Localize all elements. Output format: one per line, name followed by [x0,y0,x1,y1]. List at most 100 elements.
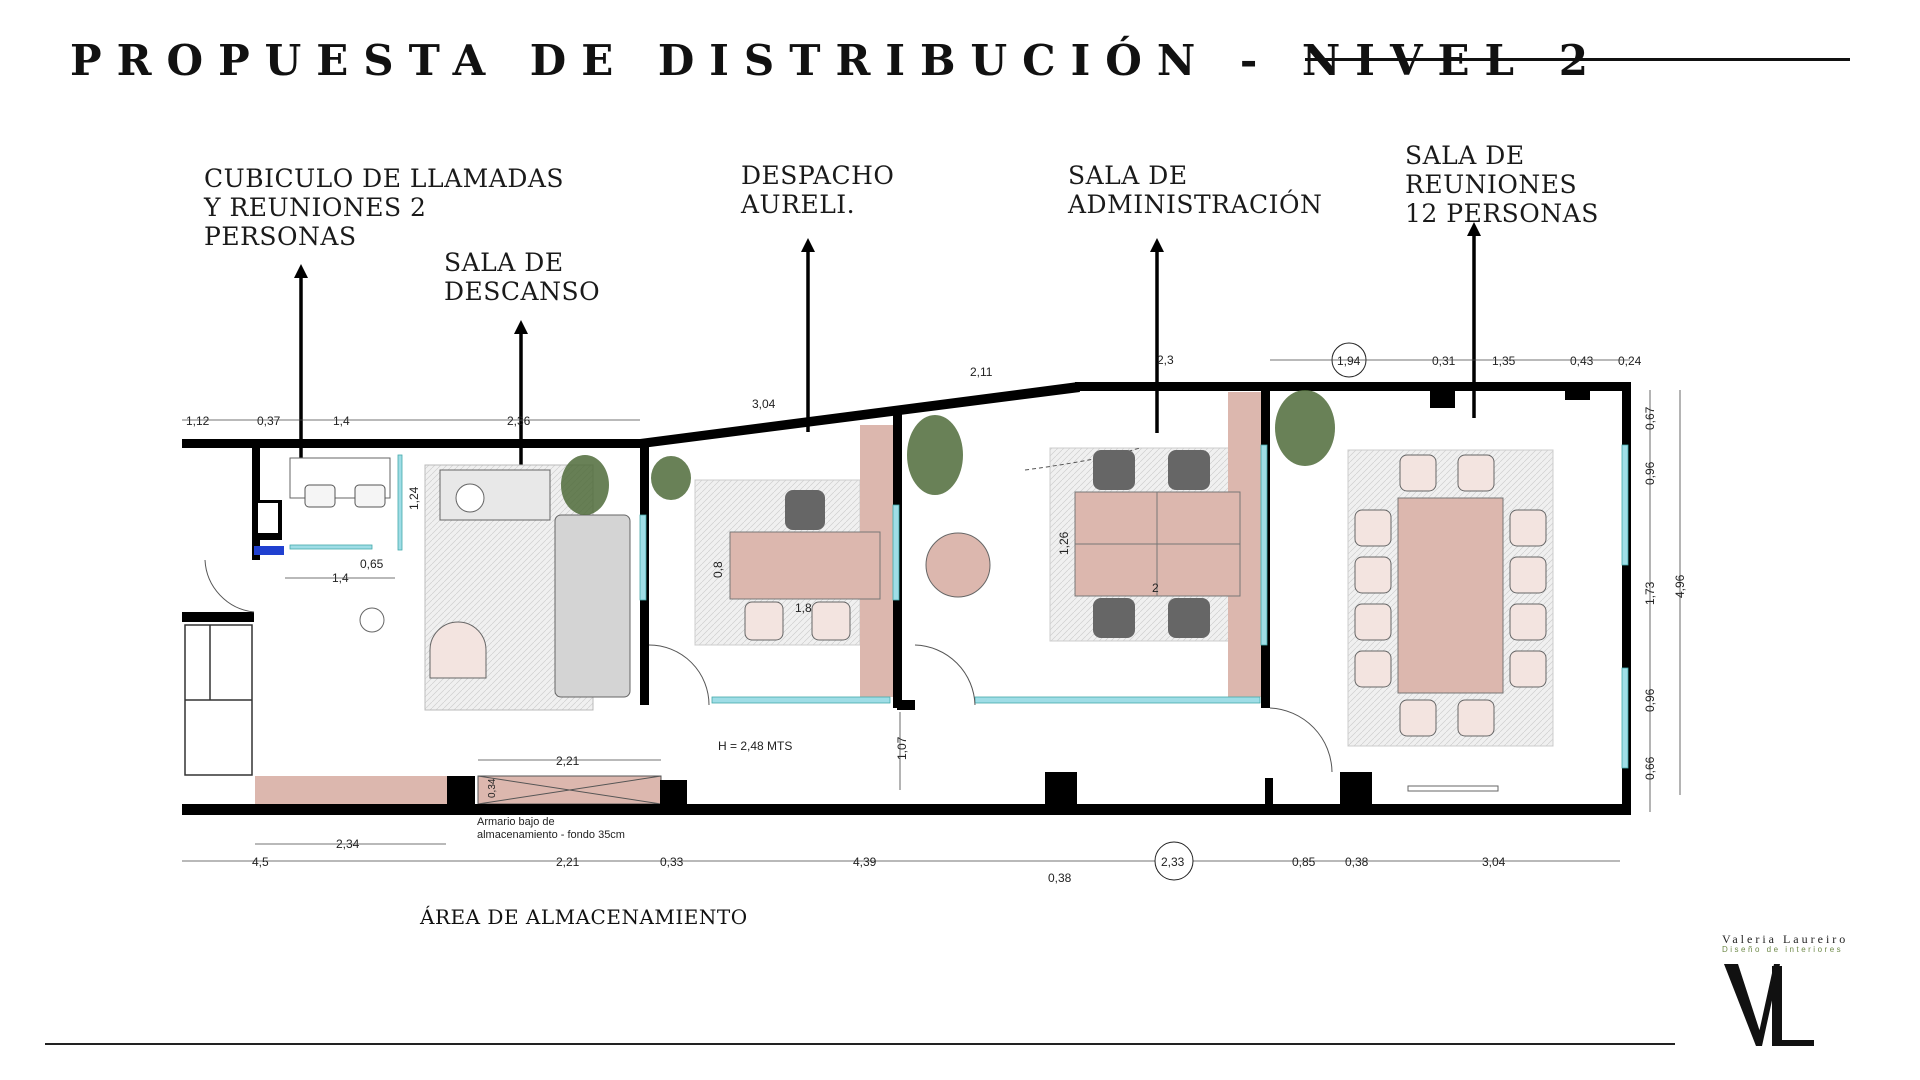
window [892,504,900,601]
plant-icon [907,415,963,495]
dim-circle [1154,841,1194,881]
meeting-chair [1399,454,1437,492]
round-table [925,532,991,598]
dim-label: 1,35 [1492,354,1516,368]
label-line: AURELI. [741,190,856,219]
credenza [1407,785,1499,792]
dim-label: 1,73 [1643,581,1657,605]
window [974,696,1261,704]
meeting-chair [1354,556,1392,594]
label-aureli-office: DESPACHO AURELI. [741,161,894,219]
meeting-chair [1354,603,1392,641]
meeting-chair [1457,699,1495,737]
footer-rule [45,1043,1675,1045]
window [1621,444,1629,566]
column [1430,390,1455,408]
dim-label: 1,24 [407,486,421,510]
cubicle-door-mark [254,546,284,555]
label-meeting-room: SALA DE REUNIONES 12 PERSONAS [1405,141,1599,228]
guest-chair [744,601,784,641]
admin-chair [1168,598,1210,638]
label-line: SALA DE [444,248,564,277]
meeting-chair [1457,454,1495,492]
dim-label: 4,5 [252,855,269,869]
label-line: PERSONAS [204,222,357,251]
arrowhead [514,320,528,334]
wall-stair [182,612,254,622]
label-line: Y REUNIONES 2 [204,193,427,222]
dim-label: 3,04 [752,397,776,411]
label-line: DESCANSO [444,277,601,306]
dim-label: 4,39 [853,855,877,869]
title-rule [1305,58,1850,61]
dim-label: 0,43 [1570,354,1594,368]
doors [204,447,1333,773]
dim-label: 2,11 [970,365,993,379]
staircase [184,624,253,776]
window [1260,444,1268,646]
lounge-chair [429,621,487,679]
dim-label: 0,24 [1618,354,1642,368]
admin-chair [1093,598,1135,638]
window [397,454,403,551]
meeting-chairs [1354,454,1547,737]
meeting-chair [1354,650,1392,688]
column [1045,772,1077,806]
dim-label: 0,8 [711,561,725,578]
guest-chair [811,601,851,641]
label-line: SALA DE [1068,161,1188,190]
meeting-chair [1509,603,1547,641]
cubicle-chair [304,484,336,508]
wall-top-slanted [640,382,1080,448]
window [639,514,647,601]
dim-label: 4,96 [1673,574,1687,598]
column [447,776,475,806]
window [289,544,373,550]
wall-stub [1265,778,1273,808]
meeting-chair [1399,699,1437,737]
plant-icon [1275,390,1335,466]
label-call-cubicle: CUBICULO DE LLAMADAS Y REUNIONES 2 PERSO… [204,164,564,251]
height-note: H = 2,48 MTS [718,739,792,753]
wall-top-right [1075,382,1630,391]
wardrobe-note: almacenamiento - fondo 35cm [477,829,625,841]
dim-label: 0,85 [1292,855,1316,869]
glass-partitions [289,444,1629,769]
dim-label: 0,38 [1048,871,1072,885]
dim-label: 0,96 [1643,461,1657,485]
dim-label: 0,38 [1345,855,1369,869]
door-swing [1269,707,1333,773]
label-line: ADMINISTRACIÓN [1068,190,1323,219]
dim-label: 0,67 [1643,406,1657,430]
column [1340,772,1372,806]
logo-mark-icon [1724,964,1814,1046]
dim-label: 1,4 [333,414,350,428]
label-line: DESPACHO [741,161,895,190]
arrowhead [294,264,308,278]
label-line: SALA DE [1405,141,1525,170]
dim-label: 1,94 [1337,354,1361,368]
office-desk [729,531,881,600]
column [1565,390,1590,400]
office-chair [785,490,825,530]
cubicle-void [258,503,278,533]
meeting-chair [1354,509,1392,547]
dim-label: 2,3 [1157,353,1174,367]
meeting-chair [1509,509,1547,547]
meeting-table [1397,497,1504,694]
dim-label: 0,34 [487,778,498,798]
dim-label: 1,8 [795,601,812,615]
dim-label: 3,04 [1482,855,1506,869]
dim-label: 2,33 [1161,855,1185,869]
dim-label: 0,66 [1643,756,1657,780]
label-rest-room: SALA DE DESCANSO [444,248,600,306]
plant-icon [561,455,609,515]
person-figure [455,483,485,513]
door-swing [204,559,255,613]
wall-top-left [182,439,642,448]
arrowhead [801,238,815,252]
dim-label: 2 [1152,581,1159,595]
dim-label: 1,26 [1057,531,1071,555]
meeting-chair [1509,650,1547,688]
label-admin-room: SALA DE ADMINISTRACIÓN [1068,161,1322,219]
